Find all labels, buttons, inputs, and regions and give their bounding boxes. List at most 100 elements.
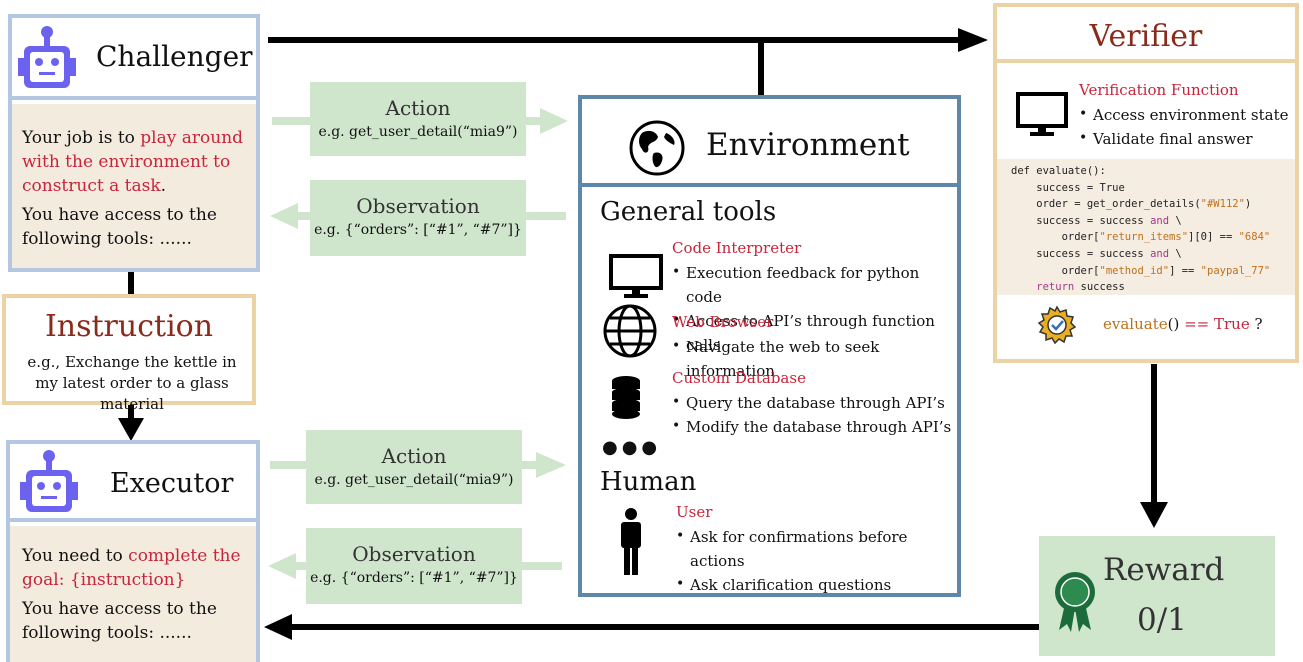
monitor-icon [609, 254, 663, 298]
more-tools-ellipsis: ●●● [602, 437, 662, 458]
code-token: "paypal_77" [1200, 264, 1271, 277]
code-line: order = get_order_details("#W112") [1011, 196, 1295, 213]
instruction-panel: Instruction e.g., Exchange the kettle in… [2, 294, 256, 413]
verification-list: Access environment state Validate final … [1079, 102, 1289, 151]
list-item: Execution feedback for python code [672, 260, 957, 309]
code-token: ] == [1169, 264, 1201, 277]
globe-grid-icon [603, 304, 657, 358]
code-line: def evaluate(): [1011, 163, 1295, 180]
observation-label: Observation [356, 194, 480, 218]
robot-icon [20, 450, 78, 512]
observation-example: e.g. {“orders”: [“#1”, “#7”]} [310, 570, 518, 586]
list-item: Modify the database through API’s [672, 414, 957, 439]
bottom-action-box: Action e.g. get_user_detail(“mia9”) [306, 430, 522, 504]
instruction-title: Instruction [44, 309, 214, 344]
executor-arrowhead [118, 418, 144, 441]
code-line: order["return_items"][0] == "684" [1011, 229, 1295, 246]
code-token: order[ [1011, 264, 1100, 277]
executor-header: Executor [10, 444, 256, 522]
code-line: success = success and \ [1011, 213, 1295, 230]
top-observation-box: Observation e.g. {“orders”: [“#1”, “#7”]… [310, 180, 526, 256]
code-token: and [1150, 247, 1170, 260]
verifier-header: Verifier [997, 7, 1295, 63]
challenger-text-highlight: play around with the environment to cons… [22, 128, 244, 196]
environment-title: Environment [706, 127, 910, 163]
verifier-code-block: def evaluate(): success = True order = g… [997, 159, 1295, 295]
environment-header: Environment [582, 99, 957, 187]
reward-panel: Reward 0/1 [1039, 536, 1275, 656]
code-token: and [1150, 214, 1170, 227]
web-browser-list: Navigate the web to seek information [672, 334, 957, 383]
observation-label: Observation [352, 542, 476, 566]
reward-value: 0/1 [1137, 602, 1187, 638]
action-label: Action [385, 96, 451, 120]
person-icon [621, 508, 641, 575]
action-label: Action [381, 444, 447, 468]
monitor-icon [1016, 92, 1068, 136]
action-example: e.g. get_user_detail(“mia9”) [314, 472, 514, 488]
challenger-tools-text: You have access to the following tools: … [22, 205, 217, 249]
list-item: Query the database through API’s [672, 390, 957, 415]
verifier-title: Verifier [1089, 19, 1203, 54]
code-token: def evaluate(): [1011, 165, 1106, 177]
action-example: e.g. get_user_detail(“mia9”) [318, 124, 518, 140]
evaluate-operator: == [1184, 315, 1210, 333]
evaluate-question: ? [1249, 315, 1263, 333]
verification-function-label: Verification Function [1079, 81, 1239, 99]
verifier-arrowhead [958, 28, 988, 52]
award-ribbon-icon [1055, 572, 1095, 632]
list-item: Navigate the web to seek information [672, 334, 957, 383]
code-token: success = success [1011, 247, 1151, 260]
executor-body: You need to complete the goal: {instruct… [10, 526, 256, 662]
code-token: "method_id" [1099, 264, 1170, 277]
globe-icon [629, 120, 685, 176]
challenger-header: Challenger [12, 18, 256, 100]
instruction-text: e.g., Exchange the kettle in my latest o… [27, 353, 237, 413]
executor-title: Executor [110, 468, 234, 499]
challenger-text-post: . [160, 176, 167, 196]
evaluate-function-name: evaluate [1103, 315, 1168, 333]
executor-text-highlight: complete the goal: {instruction} [22, 546, 241, 590]
evaluate-expression: evaluate() == True ? [1103, 315, 1263, 333]
executor-tools-text: You have access to the following tools: … [22, 599, 217, 643]
code-token: ) [1244, 198, 1252, 211]
code-token: return [1011, 281, 1075, 294]
challenger-text-pre: Your job is to [22, 128, 141, 148]
user-label: User [676, 503, 713, 521]
gear-check-icon [1037, 305, 1077, 345]
custom-database-label: Custom Database [672, 369, 806, 387]
human-heading: Human [600, 467, 697, 497]
list-item: Ask for confirmations before actions [676, 524, 961, 573]
code-token: order[ [1011, 231, 1100, 244]
custom-database-list: Query the database through API’s Modify … [672, 390, 957, 439]
executor-feedback-arrowhead [264, 614, 292, 640]
code-token: "#W112" [1200, 198, 1245, 211]
challenger-panel: Challenger Your job is to play around wi… [8, 14, 260, 272]
code-line: return success [1011, 279, 1295, 295]
web-browser-label: Web Browser [672, 313, 774, 331]
reward-title: Reward [1103, 552, 1225, 588]
code-token: "return_items" [1099, 231, 1189, 244]
code-line: order["method_id"] == "paypal_77" [1011, 263, 1295, 280]
code-interpreter-label: Code Interpreter [672, 239, 802, 257]
list-item: Validate final answer [1079, 126, 1289, 151]
user-list: Ask for confirmations before actions Ask… [676, 524, 961, 597]
code-token: ][0] == [1188, 231, 1239, 244]
top-action-box: Action e.g. get_user_detail(“mia9”) [310, 82, 526, 156]
general-tools-heading: General tools [600, 197, 777, 227]
bottom-observation-box: Observation e.g. {“orders”: [“#1”, “#7”]… [306, 528, 522, 604]
code-token: success = True [1011, 181, 1125, 194]
green-arrows [268, 108, 568, 579]
observation-example: e.g. {“orders”: [“#1”, “#7”]} [314, 222, 522, 238]
list-item: Access environment state [1079, 102, 1289, 127]
challenger-body: Your job is to play around with the envi… [12, 104, 256, 268]
code-token: \ [1169, 247, 1182, 260]
verifier-panel: Verifier Verification Function Access en… [993, 3, 1299, 363]
code-line: success = True [1011, 180, 1295, 197]
robot-icon [18, 26, 76, 88]
evaluate-true: True [1209, 315, 1250, 333]
code-token: order = get_order_details( [1011, 198, 1201, 211]
database-icon [612, 376, 640, 419]
challenger-instruction-text: Your job is to play around with the envi… [22, 126, 246, 198]
